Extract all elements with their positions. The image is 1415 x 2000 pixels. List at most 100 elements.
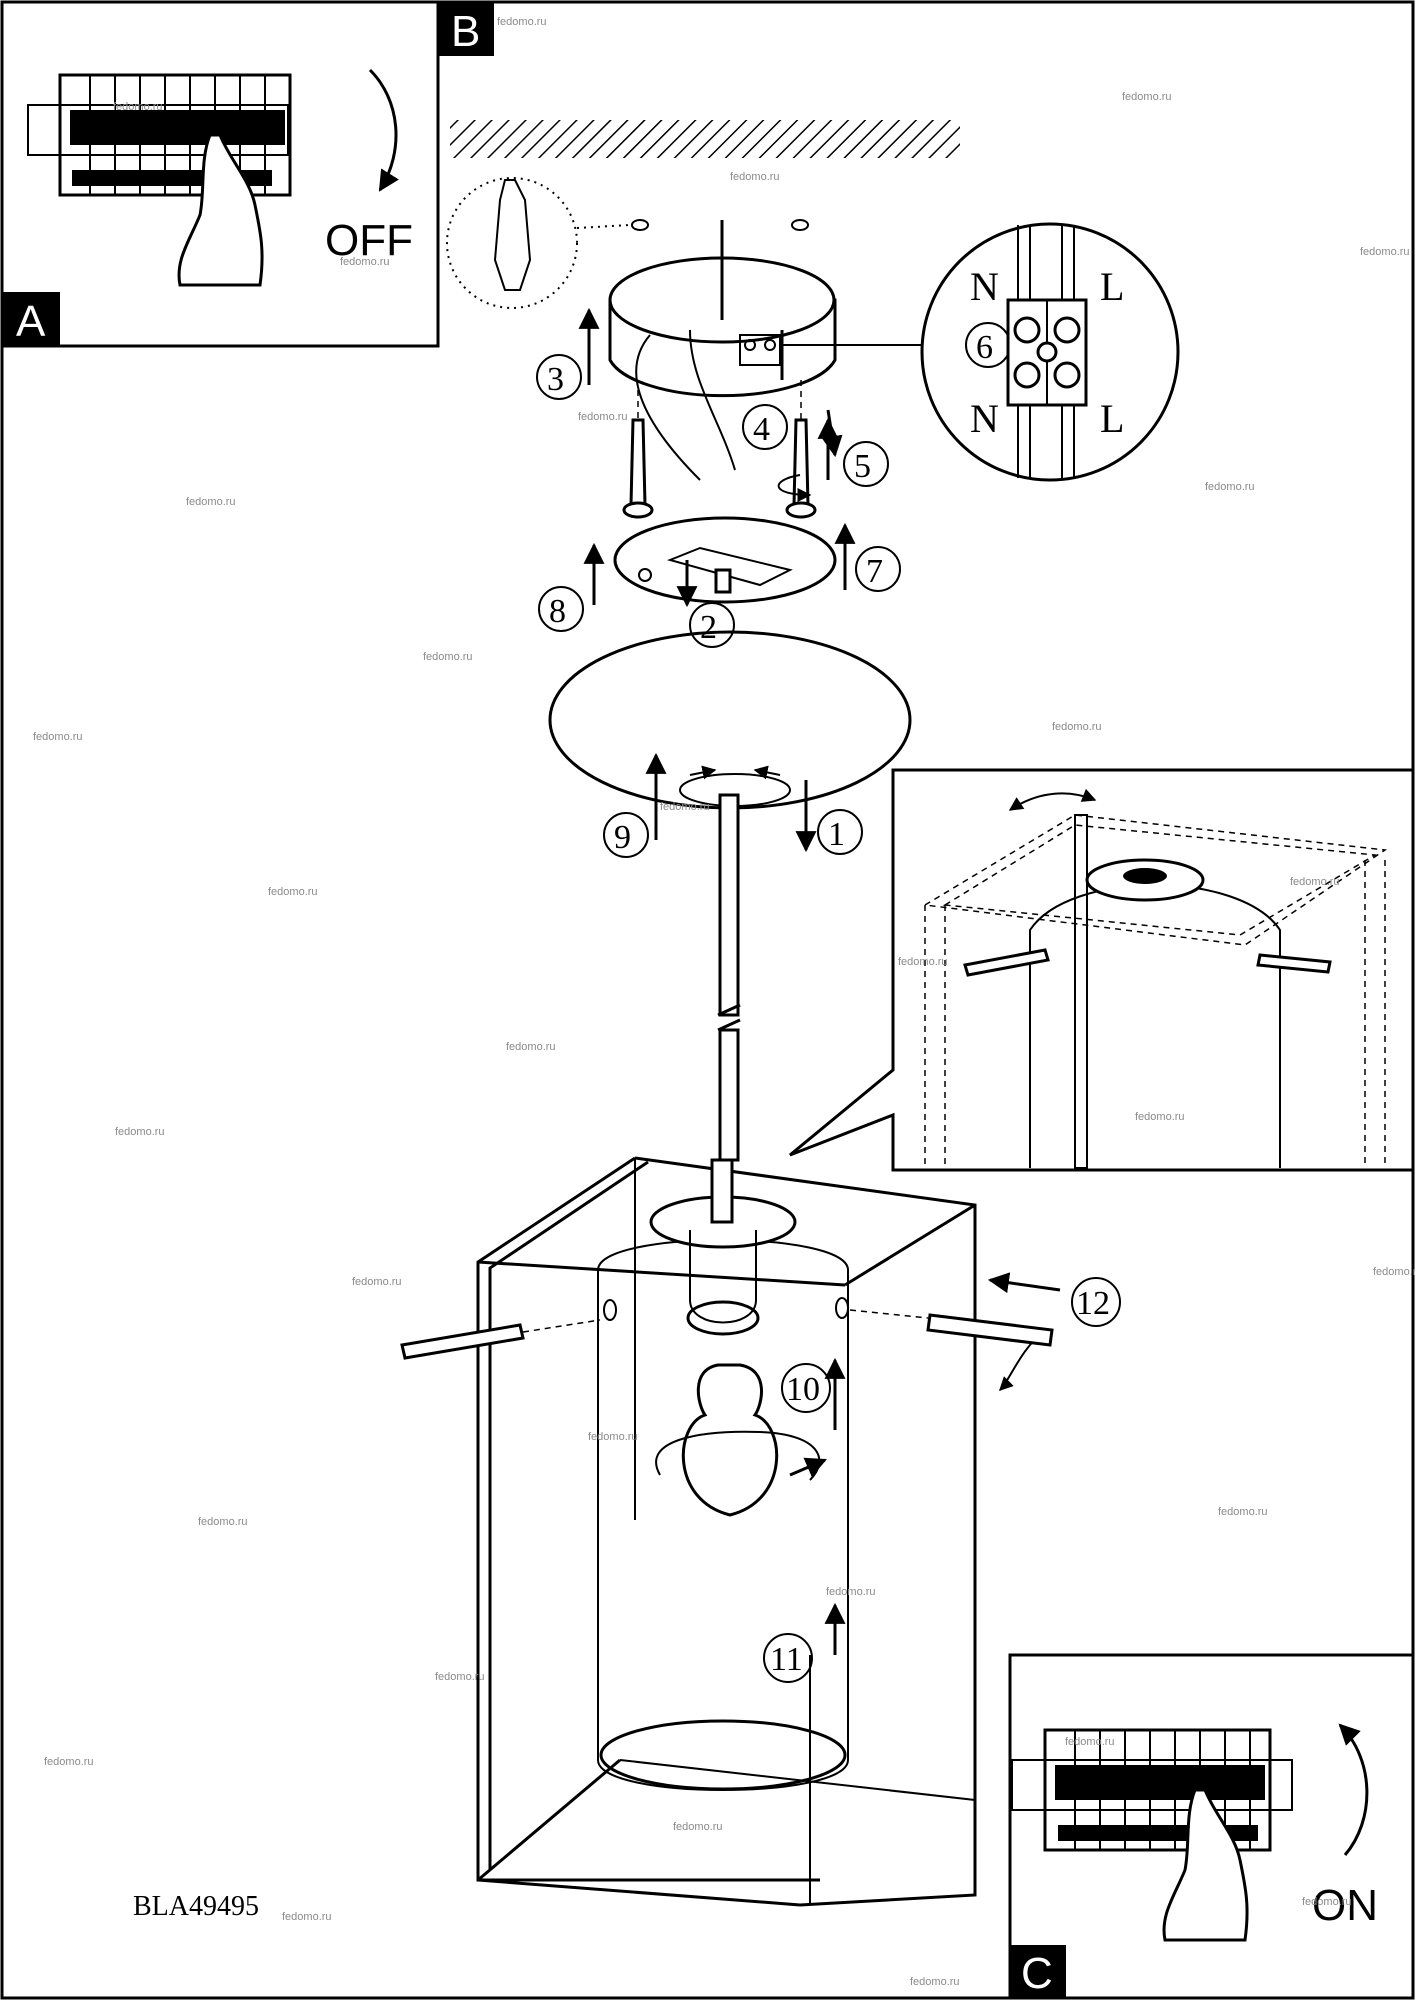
watermark: fedomo.ru xyxy=(44,1756,94,1768)
terminal-block-icon xyxy=(739,334,781,366)
neutral-label-bottom: N xyxy=(970,396,999,441)
off-label: OFF xyxy=(325,216,413,265)
panel-a-switch-off: A OFF xyxy=(0,0,440,348)
svg-text:11: 11 xyxy=(770,1641,803,1678)
neutral-label-top: N xyxy=(970,264,999,309)
live-label-top: L xyxy=(1100,264,1124,309)
watermark: fedomo.ru xyxy=(588,1431,638,1443)
watermark: fedomo.ru xyxy=(115,1126,165,1138)
light-bulb-icon xyxy=(655,1363,827,1517)
watermark: fedomo.ru xyxy=(673,1821,723,1833)
step-labels: 1 2 3 4 5 6 7 8 9 10 11 12 xyxy=(536,322,1121,1683)
panel-c-letter: C xyxy=(1021,1949,1053,1998)
svg-text:2: 2 xyxy=(700,609,717,646)
step-2: 2 xyxy=(689,602,735,648)
lamp-cage-frame xyxy=(476,1156,977,1907)
svg-text:8: 8 xyxy=(549,593,566,630)
breaker-strip-icon xyxy=(27,73,292,197)
watermark: fedomo.ru xyxy=(730,171,780,183)
fixing-pin-left xyxy=(400,1323,525,1360)
ceiling-hatch xyxy=(450,120,960,158)
turn-off-arrow-icon xyxy=(368,68,399,192)
turn-on-arrow-icon xyxy=(1338,1723,1369,1856)
watermark: fedomo.ru xyxy=(1360,246,1410,258)
watermark: fedomo.ru xyxy=(1290,876,1340,888)
panel-c-switch-on: C ON xyxy=(1008,1653,1415,2000)
watermark: fedomo.ru xyxy=(497,16,547,28)
panel-a-badge xyxy=(2,292,60,346)
step-3: 3 xyxy=(536,354,582,400)
watermark: fedomo.ru xyxy=(1302,1896,1352,1908)
watermark: fedomo.ru xyxy=(282,1911,332,1923)
step-6: 6 xyxy=(965,322,1011,368)
watermark: fedomo.ru xyxy=(1135,1111,1185,1123)
panel-a-letter: A xyxy=(16,297,46,346)
fixing-pins xyxy=(400,1297,1054,1360)
watermark: fedomo.ru xyxy=(506,1041,556,1053)
step-5: 5 xyxy=(843,441,889,487)
step-9: 9 xyxy=(603,812,649,858)
svg-text:4: 4 xyxy=(753,411,770,448)
watermark: fedomo.ru xyxy=(113,101,163,113)
svg-text:7: 7 xyxy=(866,553,883,590)
watermark: fedomo.ru xyxy=(1205,481,1255,493)
terminal-connector-icon xyxy=(1006,298,1088,407)
step-7: 7 xyxy=(855,546,901,592)
panel-b-badge xyxy=(438,2,494,56)
watermark: fedomo.ru xyxy=(33,731,83,743)
ceiling-canopy xyxy=(608,220,837,481)
suspension-rod xyxy=(717,793,741,1162)
watermark: fedomo.ru xyxy=(1065,1736,1115,1748)
watermark: fedomo.ru xyxy=(435,1671,485,1683)
step-11: 11 xyxy=(763,1633,813,1683)
breaker-strip-icon xyxy=(1011,1728,1293,1852)
terminal-detail: N L N L xyxy=(780,222,1180,482)
step-10: 10 xyxy=(781,1363,831,1413)
watermark: fedomo.ru xyxy=(340,256,390,268)
frame-detail-inset xyxy=(789,768,1415,1172)
svg-text:9: 9 xyxy=(614,819,631,856)
watermark: fedomo.ru xyxy=(910,1976,960,1988)
watermark: fedomo.ru xyxy=(898,956,948,968)
panel-b: B xyxy=(438,2,494,56)
step-12: 12 xyxy=(1071,1277,1121,1327)
hand-icon xyxy=(1162,1788,1249,1942)
svg-text:5: 5 xyxy=(854,448,871,485)
watermark: fedomo.ru xyxy=(578,411,628,423)
mounting-bracket xyxy=(613,516,837,604)
mounting-screw-left xyxy=(622,418,654,519)
watermark: fedomo.ru xyxy=(186,496,236,508)
hand-icon xyxy=(177,133,264,287)
product-code: BLA49495 xyxy=(133,1891,259,1922)
step-arrows xyxy=(578,307,1061,1655)
live-label-bottom: L xyxy=(1100,396,1124,441)
ceiling-cover-plate xyxy=(548,630,912,810)
wall-plug-detail xyxy=(446,177,809,309)
watermark: fedomo.ru xyxy=(1122,91,1172,103)
watermark: fedomo.ru xyxy=(1218,1506,1268,1518)
svg-text:1: 1 xyxy=(828,816,845,853)
watermark: fedomo.ru xyxy=(268,886,318,898)
step-1: 1 xyxy=(817,809,863,855)
fixing-pin-right xyxy=(926,1313,1054,1347)
glass-shade xyxy=(597,1158,849,1791)
svg-text:10: 10 xyxy=(786,1371,820,1408)
panel-c-badge xyxy=(1010,1945,1066,1998)
panel-b-letter: B xyxy=(451,7,480,56)
on-label: ON xyxy=(1312,1881,1378,1930)
step-8: 8 xyxy=(538,586,584,632)
mounting-screw-right xyxy=(785,418,817,519)
watermark: fedomo.ru xyxy=(423,651,473,663)
svg-text:3: 3 xyxy=(547,361,564,398)
watermark: fedomo.ru xyxy=(198,1516,248,1528)
watermarks: fedomo.ru fedomo.ru fedomo.ru fedomo.ru … xyxy=(33,16,1415,1988)
watermark: fedomo.ru xyxy=(352,1276,402,1288)
wall-plug-icon xyxy=(493,179,532,291)
watermark: fedomo.ru xyxy=(1052,721,1102,733)
step-4: 4 xyxy=(742,404,788,450)
watermark: fedomo.ru xyxy=(660,801,710,813)
svg-text:12: 12 xyxy=(1076,1285,1110,1322)
watermark: fedomo.ru xyxy=(826,1586,876,1598)
svg-text:6: 6 xyxy=(976,329,993,366)
